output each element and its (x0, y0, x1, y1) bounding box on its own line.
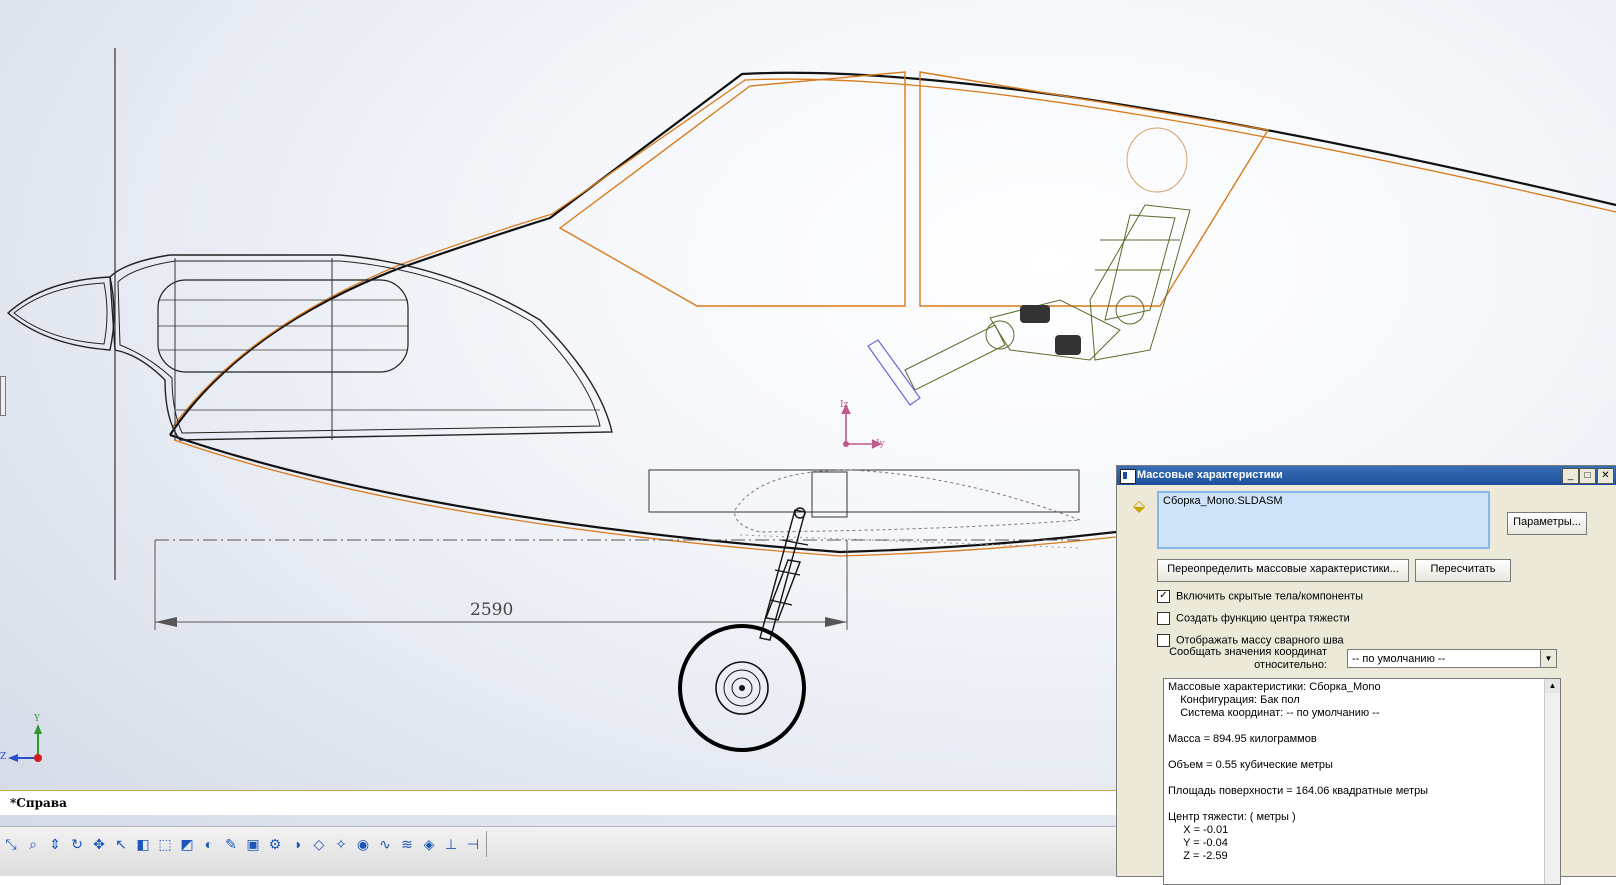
results-line: Конфигурация: Бак пол (1168, 694, 1300, 706)
results-line: Объем = 0.55 кубические метры (1168, 759, 1333, 771)
view-orientation-icon[interactable]: ⬚ (158, 836, 172, 852)
triad-z-label: Z (0, 752, 7, 762)
recalculate-button[interactable]: Пересчитать (1415, 559, 1511, 582)
selected-file[interactable]: Сборка_Mono.SLDASM (1163, 495, 1283, 507)
coord-system-value: -- по умолчанию -- (1352, 653, 1446, 665)
create-cog-checkbox[interactable] (1157, 612, 1170, 625)
close-icon[interactable]: ✕ (1597, 468, 1614, 484)
chevron-down-icon[interactable]: ▼ (1540, 650, 1556, 667)
view-name: *Справа (10, 796, 67, 810)
weld-mass-checkbox[interactable] (1157, 634, 1170, 647)
app-icon (1120, 469, 1136, 484)
triad-y-label: Y (34, 714, 40, 724)
panel-collapse-handle[interactable] (0, 376, 6, 416)
dialog-title: Массовые характеристики (1137, 469, 1283, 481)
view-settings-icon[interactable]: ⚙ (268, 836, 282, 852)
hide-show-icon[interactable]: ◐ (204, 836, 214, 852)
zoom-fit-icon[interactable]: ⤡ (5, 836, 17, 852)
results-scrollbar[interactable]: ▲ (1544, 679, 1560, 884)
camera-icon[interactable]: ◉ (356, 836, 370, 852)
scroll-up-icon[interactable]: ▲ (1545, 679, 1560, 693)
selected-items-list[interactable]: Сборка_Mono.SLDASM (1157, 491, 1490, 549)
results-line: Y = -0.04 (1168, 837, 1228, 849)
weld-mass-label: Отображать массу сварного шва (1176, 634, 1344, 647)
include-hidden-checkbox[interactable]: ✓ (1157, 590, 1170, 603)
options-button[interactable]: Параметры... (1507, 512, 1587, 535)
zebra-stripes-icon[interactable]: ≋ (401, 836, 413, 852)
toolbar-separator (486, 831, 487, 857)
view-toolbar: ⤡ ⌕ ⇕ ↻ ✥ ↖ ◧ ⬚ ◩ ◐ ✎ ▣ ⚙ ◑ ◇ ✧ ◉ ∿ ≋ ◈ … (0, 826, 1116, 876)
assembly-icon: ⬙ (1133, 498, 1146, 515)
section-view-icon[interactable]: ◧ (136, 836, 150, 852)
mass-properties-dialog: Массовые характеристики _ □ ✕ ⬙ Сборка_M… (1116, 465, 1616, 885)
results-line: Центр тяжести: ( метры ) (1168, 811, 1296, 823)
display-style-icon[interactable]: ◩ (180, 836, 194, 852)
coord-label-line2: относительно: (1254, 659, 1327, 671)
zoom-area-icon[interactable]: ⌕ (29, 836, 37, 852)
undercut-icon[interactable]: ⊥ (444, 836, 458, 852)
maximize-icon[interactable]: □ (1579, 468, 1596, 484)
include-hidden-checkbox-row[interactable]: ✓ Включить скрытые тела/компоненты (1157, 590, 1363, 606)
coord-system-select[interactable]: -- по умолчанию -- ▼ (1347, 649, 1557, 668)
thickness-icon[interactable]: ⊣ (466, 836, 480, 852)
pan-icon[interactable]: ✥ (93, 836, 105, 852)
coord-system-label: Сообщать значения координат относительно… (1155, 646, 1327, 672)
dialog-titlebar[interactable]: Массовые характеристики _ □ ✕ (1117, 466, 1616, 485)
select-icon[interactable]: ↖ (115, 836, 127, 852)
results-line: Масса = 894.95 килограммов (1168, 733, 1317, 745)
origin-y-label: Iy (876, 439, 885, 449)
shadows-icon[interactable]: ◑ (292, 836, 302, 852)
results-line: Площадь поверхности = 164.06 квадратные … (1168, 785, 1429, 797)
cartoon-icon[interactable]: ✧ (335, 836, 347, 852)
origin-z-label: Iz (840, 400, 849, 410)
create-cog-checkbox-row[interactable]: Создать функцию центра тяжести (1157, 612, 1350, 628)
weld-mass-checkbox-row[interactable]: Отображать массу сварного шва (1157, 634, 1344, 650)
results-line: Система координат: -- по умолчанию -- (1168, 707, 1380, 719)
results-line: Z = -2.59 (1168, 850, 1228, 862)
view-name-bar: *Справа (0, 790, 1116, 815)
dimension-value[interactable]: 2590 (470, 600, 514, 620)
rotate-icon[interactable]: ↻ (71, 836, 83, 852)
results-line: X = -0.01 (1168, 824, 1229, 836)
override-mass-button[interactable]: Переопределить массовые характеристики..… (1157, 559, 1409, 582)
apply-scene-icon[interactable]: ▣ (246, 836, 260, 852)
coord-label-line1: Сообщать значения координат (1169, 646, 1327, 658)
zoom-in-out-icon[interactable]: ⇕ (49, 836, 61, 852)
perspective-icon[interactable]: ◇ (313, 836, 325, 852)
minimize-icon[interactable]: _ (1562, 468, 1579, 484)
include-hidden-label: Включить скрытые тела/компоненты (1176, 590, 1364, 603)
draft-analysis-icon[interactable]: ◈ (423, 836, 435, 852)
edit-appearance-icon[interactable]: ✎ (225, 836, 237, 852)
curvature-icon[interactable]: ∿ (379, 836, 391, 852)
results-line: Массовые характеристики: Сборка_Mono (1168, 681, 1381, 693)
results-textbox[interactable]: Массовые характеристики: Сборка_Mono Кон… (1163, 678, 1561, 885)
create-cog-label: Создать функцию центра тяжести (1176, 612, 1350, 625)
